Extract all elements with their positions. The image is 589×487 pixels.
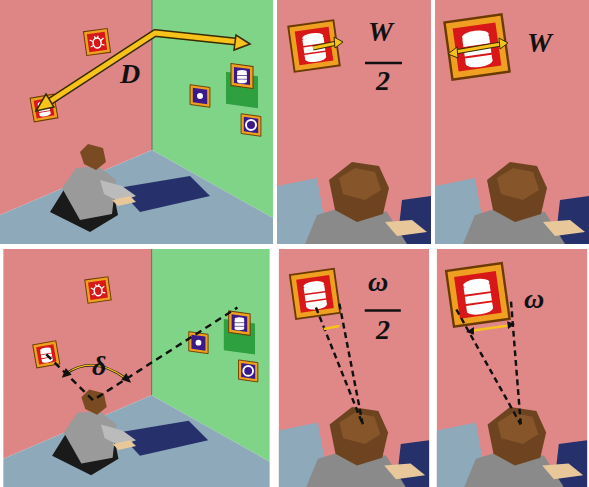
room-panel	[3, 249, 269, 487]
close-panel	[279, 249, 429, 487]
angle-symbol: ω	[524, 285, 544, 313]
room-panel	[0, 0, 273, 244]
close-panel	[277, 0, 431, 244]
close-panel	[437, 249, 587, 487]
width-symbol: W	[527, 29, 552, 57]
fraction-denominator: 2	[376, 316, 390, 344]
fraction-denominator: 2	[376, 67, 390, 95]
width-symbol: W	[368, 18, 393, 46]
distance-symbol: D	[120, 60, 140, 88]
close-panel	[435, 0, 589, 244]
angle-symbol: ω	[368, 268, 388, 296]
angle-symbol: δ	[92, 352, 106, 380]
